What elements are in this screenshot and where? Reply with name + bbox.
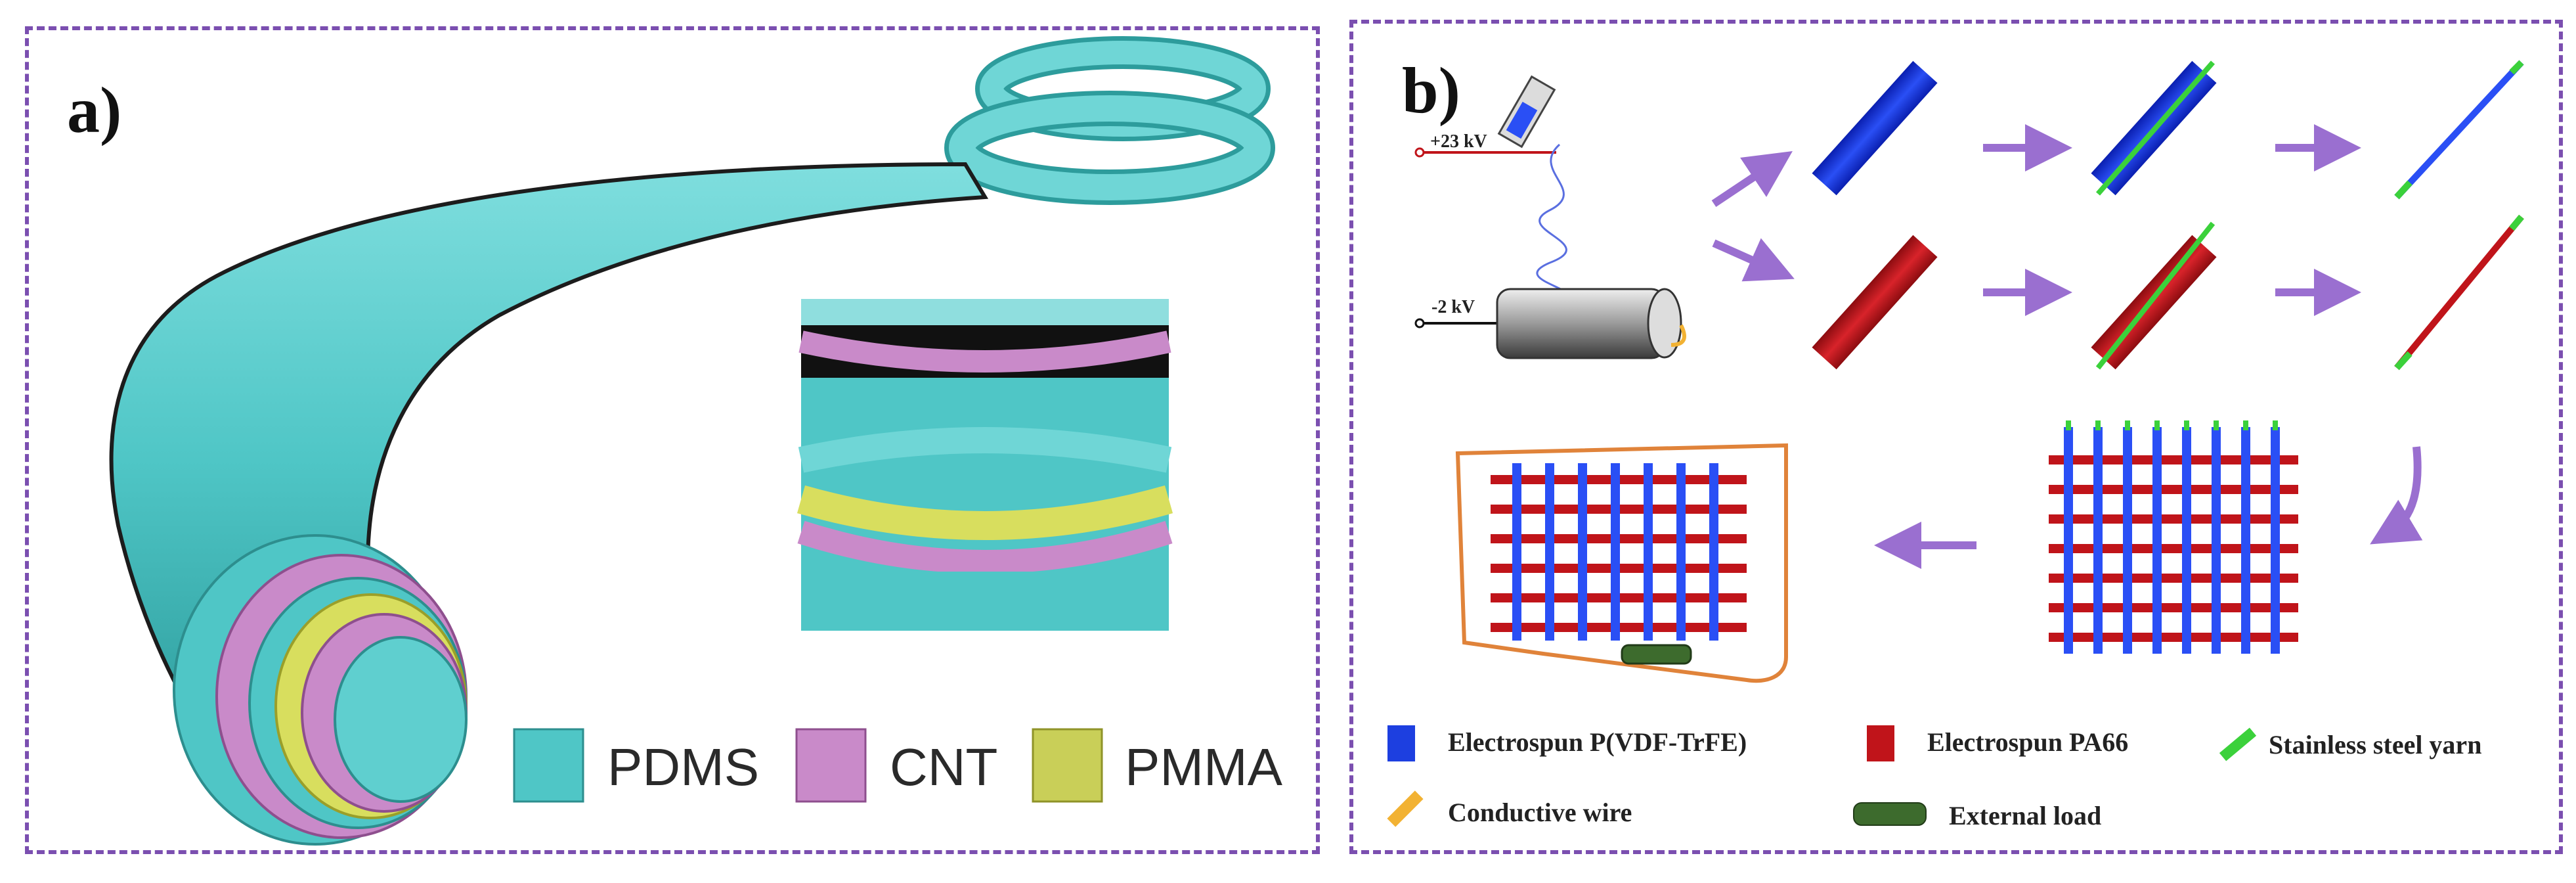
legend-a-swatches <box>513 728 1103 803</box>
external-load-resistor <box>1621 644 1692 665</box>
legend-label-pa66: Electrospun PA66 <box>1927 727 2129 757</box>
legend-swatch-wire <box>1387 790 1424 827</box>
legend-label-pdms: PDMS <box>607 738 760 796</box>
rotation-arrow-icon <box>1670 324 1686 347</box>
legend-swatch-load <box>1853 802 1927 826</box>
legend-label-pmma: PMMA <box>1125 738 1282 796</box>
legend-label-load: External load <box>1949 801 2102 830</box>
voltage-low-label: -2 kV <box>1431 297 1475 317</box>
fiber-stage-icons <box>1812 60 2524 371</box>
legend-label-cnt: CNT <box>890 738 998 796</box>
red-fiber <box>1812 235 1938 370</box>
process-arrows <box>1711 124 2423 569</box>
legend-swatch-pvdf <box>1387 725 1415 761</box>
legend-swatch-steel <box>2219 727 2257 761</box>
legend-b-swatches <box>1387 725 2257 827</box>
textile-circuit <box>1455 443 1788 683</box>
electrospinning-setup <box>1414 75 1686 359</box>
legend-swatch-pdms <box>513 728 584 803</box>
conductive-wire <box>1455 443 1788 683</box>
layer-detail-inset <box>797 299 1173 631</box>
arrow-curve <box>2370 446 2423 545</box>
legend-label-pvdf: Electrospun P(VDF-TrFE) <box>1448 727 1747 757</box>
arrow-up-right <box>1711 151 1793 207</box>
legend-swatch-pa66 <box>1867 725 1894 761</box>
panel-b-label: b) <box>1402 54 1460 127</box>
blue-fiber <box>1812 60 1938 196</box>
jet-spiral <box>1536 143 1570 307</box>
arrow-down-right <box>1712 238 1795 282</box>
legend-label-wire: Conductive wire <box>1448 798 1632 827</box>
legend-swatch-cnt <box>795 728 867 803</box>
panel-a-frame <box>25 26 1320 854</box>
fiber-tube-illustration <box>109 36 1275 846</box>
voltage-high-label: +23 kV <box>1430 131 1487 152</box>
panel-b-frame <box>1349 20 2563 854</box>
legend-swatch-pmma <box>1032 728 1103 803</box>
legend-label-steel: Stainless steel yarn <box>2269 730 2482 759</box>
layer-pdms-core <box>334 636 468 803</box>
panel-a-label: a) <box>67 74 122 147</box>
woven-textile <box>2049 420 2298 654</box>
